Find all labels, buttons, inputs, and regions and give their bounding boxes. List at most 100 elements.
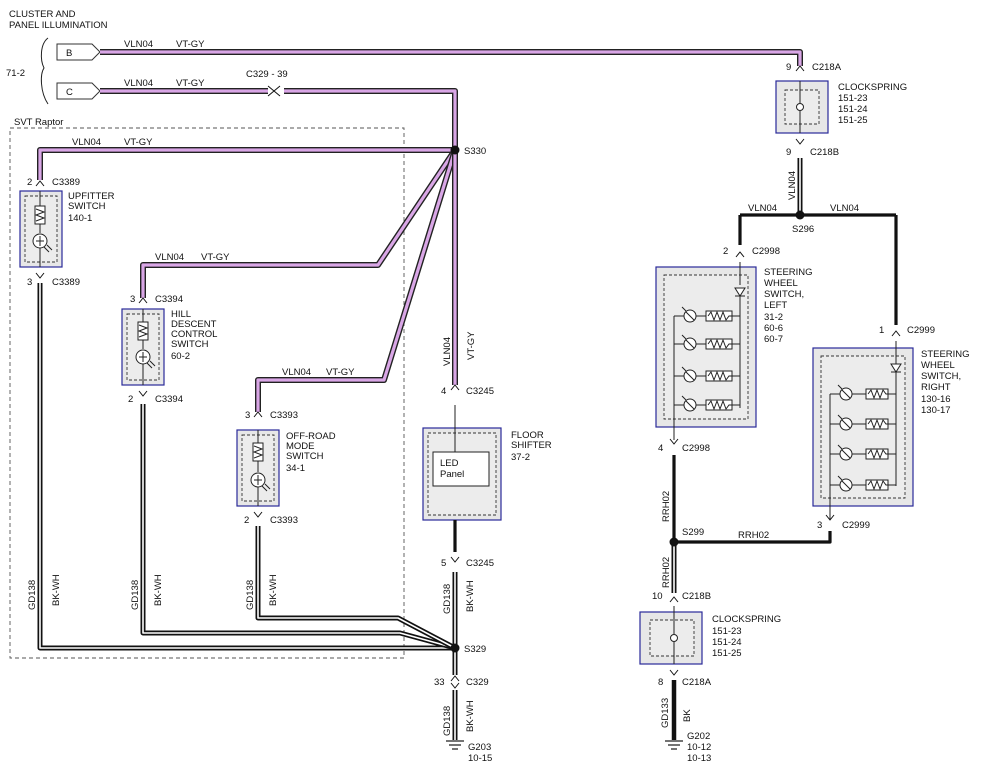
svg-text:9: 9	[786, 147, 791, 158]
svg-text:4: 4	[658, 443, 663, 454]
svg-text:60-7: 60-7	[764, 334, 783, 345]
svg-text:G203: G203	[468, 742, 491, 753]
svg-text:C3389: C3389	[52, 277, 80, 288]
swc-left-button-2	[674, 334, 740, 351]
header-title-line2: PANEL ILLUMINATION	[9, 20, 108, 31]
svg-text:C3393: C3393	[270, 515, 298, 526]
swc-left-button-3	[674, 366, 740, 383]
svg-text:C3394: C3394	[155, 294, 183, 305]
svg-text:10: 10	[652, 591, 663, 602]
vln04-wires	[37, 49, 803, 412]
wire-shifter-circuit: VLN04	[442, 337, 453, 366]
svg-text:C3394: C3394	[155, 394, 183, 405]
svg-text:1: 1	[879, 325, 884, 336]
svg-text:SWITCH: SWITCH	[68, 201, 106, 212]
svg-text:C2999: C2999	[842, 520, 870, 531]
svg-text:CONTROL: CONTROL	[171, 329, 217, 340]
svg-text:C3389: C3389	[52, 177, 80, 188]
svg-text:130-17: 130-17	[921, 405, 951, 416]
wire-offroad-circuit: VLN04	[282, 367, 311, 378]
svg-text:C3393: C3393	[270, 410, 298, 421]
wire-upfitter-gnd-circuit: GD138	[27, 580, 38, 610]
svg-text:3: 3	[817, 520, 822, 531]
svg-text:10-13: 10-13	[687, 753, 711, 764]
svg-text:10-15: 10-15	[468, 753, 492, 764]
svg-text:151-24: 151-24	[838, 104, 868, 115]
svg-text:60-6: 60-6	[764, 323, 783, 334]
wire-hill-gnd-circuit: GD138	[130, 580, 141, 610]
svg-text:Panel: Panel	[440, 469, 464, 480]
splice-s299	[669, 537, 679, 547]
c329-39-label: C329 - 39	[246, 69, 288, 80]
svg-text:2: 2	[244, 515, 249, 526]
svg-text:37-2: 37-2	[511, 452, 530, 463]
steering-wheel-switch-left: 2 C2998	[655, 246, 813, 454]
wire-s299-bottom-circuit: RRH02	[661, 557, 672, 588]
wire-offroad-color: VT-GY	[326, 367, 355, 378]
svg-text:9: 9	[786, 62, 791, 73]
svg-text:10-12: 10-12	[687, 742, 711, 753]
header-title-line1: CLUSTER AND	[9, 9, 76, 20]
connector-tab-c: C	[56, 82, 101, 100]
wire-offroad-gnd-circuit: GD138	[245, 580, 256, 610]
svg-text:DESCENT: DESCENT	[171, 319, 217, 330]
svg-text:33: 33	[434, 677, 445, 688]
svg-text:C2998: C2998	[752, 246, 780, 257]
wire-g203-color: BK-WH	[465, 700, 476, 732]
svg-text:34-1: 34-1	[286, 463, 305, 474]
wire-s299-top-circuit: RRH02	[661, 491, 672, 522]
wire-right-circuit: VLN04	[830, 203, 859, 214]
svg-text:60-2: 60-2	[171, 351, 190, 362]
svg-text:3: 3	[27, 277, 32, 288]
rrh02-wires	[671, 455, 832, 593]
swc-right-button-3	[830, 444, 896, 461]
svg-text:2: 2	[723, 246, 728, 257]
wire-b-color: VT-GY	[176, 39, 205, 50]
wire-hill-circuit: VLN04	[155, 252, 184, 263]
wire-shifter-color: VT-GY	[466, 331, 477, 360]
svg-text:SWITCH: SWITCH	[171, 339, 209, 350]
svg-text:RIGHT: RIGHT	[921, 382, 951, 393]
svg-text:UPFITTER: UPFITTER	[68, 191, 115, 202]
svg-text:SWITCH,: SWITCH,	[921, 371, 961, 382]
svg-text:2: 2	[27, 177, 32, 188]
s296-label: S296	[792, 224, 814, 235]
svg-text:LEFT: LEFT	[764, 300, 787, 311]
svg-text:STEERING: STEERING	[921, 349, 970, 360]
connector-bracket	[40, 37, 49, 105]
svg-text:8: 8	[658, 677, 663, 688]
svg-text:SHIFTER: SHIFTER	[511, 440, 552, 451]
ground-g202: G202 10-12 10-13	[665, 731, 711, 764]
wire-offroad-gnd-color: BK-WH	[268, 574, 279, 606]
svg-text:151-23: 151-23	[838, 93, 868, 104]
wire-upfitter-color: VT-GY	[124, 137, 153, 148]
svg-text:4: 4	[441, 386, 446, 397]
wire-g202-color: BK	[682, 709, 693, 722]
upfitter-switch: 2 C3389 3 C3389 UPFITTER SWITCH 140-1	[19, 177, 115, 288]
svg-text:CLOCKSPRING: CLOCKSPRING	[838, 82, 907, 93]
wire-b-circuit: VLN04	[124, 39, 153, 50]
svg-text:C218B: C218B	[682, 591, 711, 602]
svg-text:C3245: C3245	[466, 386, 494, 397]
svg-text:MODE: MODE	[286, 441, 315, 452]
swc-right-button-1	[830, 384, 896, 401]
svg-text:151-25: 151-25	[838, 115, 868, 126]
wire-c-circuit: VLN04	[124, 78, 153, 89]
wire-upfitter-circuit: VLN04	[72, 137, 101, 148]
svg-text:LED: LED	[440, 458, 459, 469]
swc-left-button-1	[674, 306, 740, 323]
svg-text:C218A: C218A	[812, 62, 842, 73]
svg-text:C2998: C2998	[682, 443, 710, 454]
inline-connector-c329	[267, 85, 281, 97]
wire-hill-color: VT-GY	[201, 252, 230, 263]
svg-text:3: 3	[245, 410, 250, 421]
wire-c-color: VT-GY	[176, 78, 205, 89]
svg-text:151-25: 151-25	[712, 648, 742, 659]
ground-wires-gd138	[37, 283, 458, 740]
svg-text:WHEEL: WHEEL	[921, 360, 955, 371]
swc-left-button-4	[674, 395, 740, 412]
svg-text:WHEEL: WHEEL	[764, 278, 798, 289]
svg-text:C218A: C218A	[682, 677, 712, 688]
svg-text:G202: G202	[687, 731, 710, 742]
svg-text:5: 5	[441, 558, 446, 569]
